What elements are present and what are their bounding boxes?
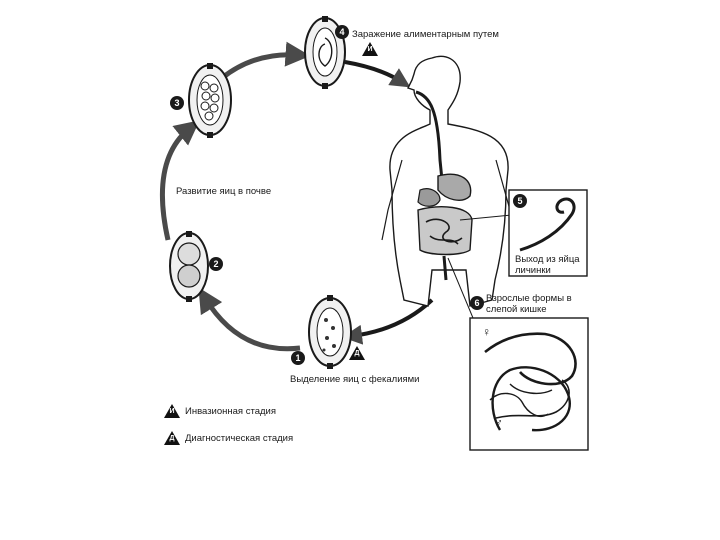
legend-diagnostic-label: Диагностическая стадия	[185, 433, 294, 444]
stage-number-6: 6	[470, 296, 484, 310]
stage-number-3: 3	[170, 96, 184, 110]
female-symbol: ♀	[482, 325, 491, 339]
stage-number-1: 1	[291, 351, 305, 365]
digestive-tract	[415, 90, 473, 281]
larva	[519, 197, 576, 252]
stage-number-2: 2	[209, 257, 223, 271]
stage-number-4: 4	[335, 25, 349, 39]
stage-number-5: 5	[513, 194, 527, 208]
adult-worms-box	[469, 317, 589, 451]
label-stage-6: Взрослые формы в слепой кишке	[486, 293, 572, 315]
male-symbol: ♂	[494, 416, 503, 430]
invasive-stage-marker: И	[361, 41, 379, 57]
arrow-to-mouth	[344, 60, 411, 88]
legend-diagnostic-marker: Д	[163, 430, 181, 446]
arrow-from-intestine	[342, 298, 434, 345]
egg-stage-3	[188, 63, 232, 138]
legend-invasive-marker: И	[163, 403, 181, 419]
pointer-line-larva	[459, 214, 513, 221]
egg-stage-2	[169, 231, 209, 302]
label-stage-1: Выделение яиц с фекалиями	[290, 374, 420, 385]
label-stage-5: Выход из яйца личинки	[515, 254, 580, 276]
cycle-arrow-1-to-2	[198, 287, 301, 352]
adult-worms	[484, 332, 577, 432]
cycle-arrow-3-to-4	[220, 41, 311, 80]
cycle-arrow-2-to-3	[159, 120, 200, 241]
label-stage-3: Развитие яиц в почве	[176, 186, 272, 197]
legend-invasive-label: Инвазионная стадия	[185, 406, 276, 417]
label-stage-4: Заражение алиментарным путем	[352, 29, 499, 40]
diagnostic-stage-marker: Д	[348, 345, 366, 361]
egg-stage-1	[308, 295, 352, 369]
